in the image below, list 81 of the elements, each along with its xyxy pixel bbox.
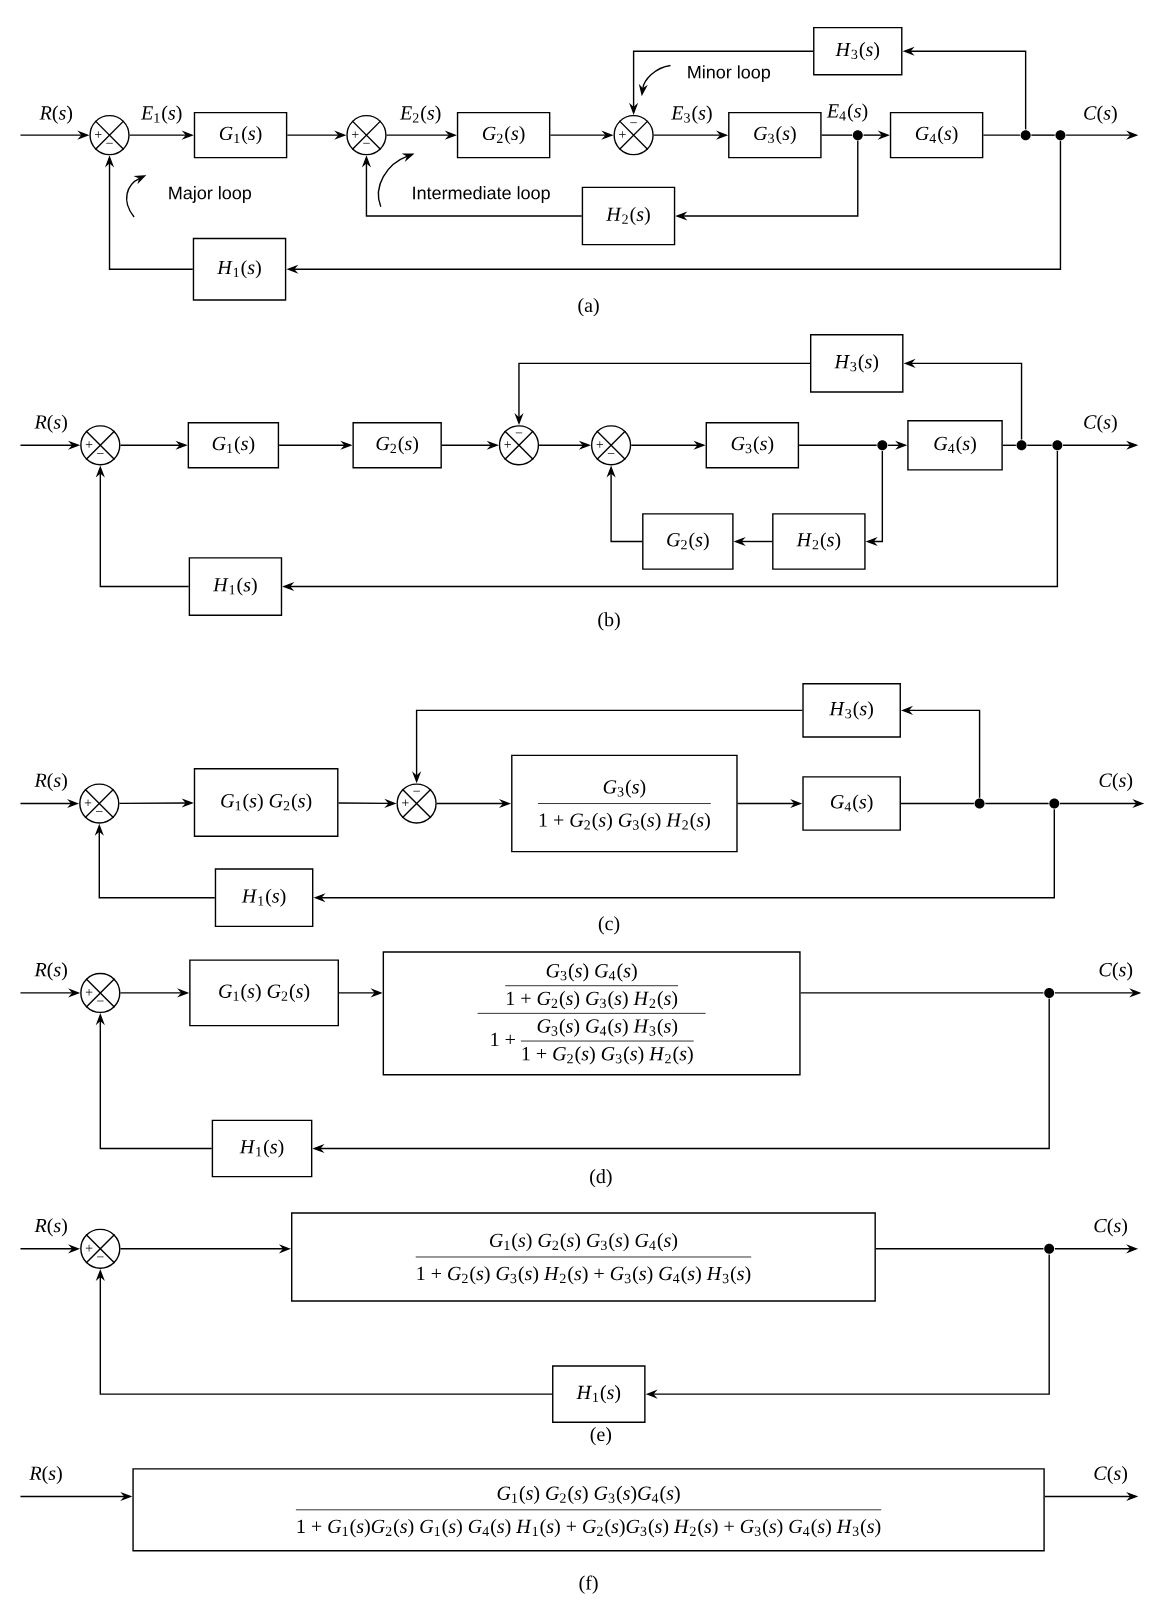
signal-line bbox=[798, 444, 878, 446]
transfer-function-box: G$_{4}$(s) bbox=[802, 776, 901, 831]
signal-line bbox=[982, 134, 1021, 136]
signal-label: R(s) bbox=[27, 1463, 65, 1487]
transfer-function-box: G$_{2}$(s) bbox=[352, 422, 442, 469]
transfer-function-box: G$_{1}$(s) G$_{2}$(s) G$_{3}$(s)G$_{4}$(s) 1 + G$_{1}$(s)G$_{2}$(s) G$_{1}$(s) G$_{4}$(s) H$_{1}$(s) + G$_{2}$(s)G$_{3}$(s) H$_{2}$(s) + G$_{3}$(s) G$_{4}$(s) H$_{3}$(s) bbox=[132, 1468, 1045, 1552]
branch-point bbox=[1049, 798, 1060, 809]
panel-caption: (c) bbox=[598, 916, 619, 935]
signal-line bbox=[820, 134, 853, 136]
transfer-function-box: G$_{3}$(s) G$_{4}$(s) 1 + G$_{2}$(s) G$_{3}$(s) H$_{2}$(s) 1 + G$_{3}$(s) G$_{4}$(s) H$_{3}$(s) 1 + G$_{2}$(s) G$_{3}$(s) H$_{2}$(s) bbox=[382, 951, 801, 1076]
panel-caption: (d) bbox=[589, 1169, 612, 1188]
signal-line bbox=[799, 992, 1044, 994]
panel-caption: (b) bbox=[598, 612, 620, 631]
transfer-function-box: G$_{1}$(s) bbox=[187, 422, 279, 469]
transfer-function-box: G$_{2}$(s) bbox=[456, 111, 551, 159]
transfer-function-box: G$_{1}$(s) G$_{2}$(s) bbox=[193, 768, 339, 837]
summing-junction: + − bbox=[79, 972, 121, 1014]
transfer-function-box: H$_{1}$(s) bbox=[211, 1119, 313, 1178]
signal-label: R(s) bbox=[32, 771, 70, 794]
signal-line bbox=[874, 1248, 1044, 1250]
signal-label: E$_{1}$(s) bbox=[138, 103, 185, 126]
summing-junction: + − bbox=[78, 783, 120, 824]
signal-label: C(s) bbox=[1080, 103, 1120, 126]
summing-junction: + − bbox=[79, 425, 121, 466]
transfer-function-box: G$_{1}$(s) bbox=[193, 111, 288, 159]
transfer-function-box: H$_{1}$(s) bbox=[551, 1365, 646, 1423]
signal-label: R(s) bbox=[32, 960, 70, 983]
branch-point bbox=[974, 798, 985, 809]
transfer-function-box: G$_{2}$(s) bbox=[641, 513, 734, 570]
transfer-function-box: G$_{4}$(s) bbox=[907, 420, 1003, 471]
summing-junction: + − bbox=[590, 425, 631, 466]
panel-caption: (f) bbox=[579, 1575, 598, 1594]
transfer-function-box: G$_{4}$(s) bbox=[889, 111, 984, 159]
branch-point bbox=[1055, 130, 1066, 141]
branch-point bbox=[1052, 440, 1063, 451]
summing-junction: + − bbox=[498, 425, 539, 466]
transfer-function-box: H$_{1}$(s) bbox=[188, 557, 282, 616]
transfer-function-box: H$_{1}$(s) bbox=[214, 868, 314, 928]
loop-label: Minor loop bbox=[688, 65, 770, 83]
transfer-function-box: H$_{3}$(s) bbox=[812, 26, 903, 76]
signal-label: E$_{4}$(s) bbox=[824, 101, 870, 124]
summing-junction: + − bbox=[396, 783, 437, 824]
signal-line bbox=[984, 802, 1050, 805]
summing-junction: + − bbox=[89, 114, 130, 156]
transfer-function-box: G$_{1}$(s) G$_{2}$(s) G$_{3}$(s) G$_{4}$(s) 1 + G$_{2}$(s) G$_{3}$(s) H$_{2}$(s) + G$_{3}$(s) G$_{4}$(s) H$_{3}$(s) bbox=[290, 1212, 876, 1302]
transfer-function-box: H$_{2}$(s) bbox=[581, 186, 676, 246]
signal-label: C(s) bbox=[1091, 1463, 1130, 1487]
signal-label: R(s) bbox=[32, 1216, 70, 1239]
panel-caption: (e) bbox=[590, 1427, 611, 1446]
signal-label: R(s) bbox=[37, 103, 75, 126]
signal-label: C(s) bbox=[1080, 412, 1120, 435]
summing-junction: + − bbox=[79, 1228, 121, 1269]
signal-line bbox=[1026, 444, 1053, 446]
signal-line bbox=[900, 802, 975, 805]
panel-caption: (a) bbox=[578, 298, 599, 317]
branch-point bbox=[1043, 1243, 1054, 1254]
branch-point bbox=[1043, 987, 1054, 998]
signal-line bbox=[1030, 134, 1056, 136]
loop-label: Major loop bbox=[169, 186, 251, 203]
signal-label: E$_{2}$(s) bbox=[397, 103, 444, 126]
branch-point bbox=[1016, 440, 1027, 451]
transfer-function-box: H$_{1}$(s) bbox=[192, 237, 287, 301]
transfer-function-box: G$_{3}$(s) bbox=[705, 422, 799, 469]
signal-line bbox=[1001, 444, 1017, 446]
branch-point bbox=[877, 440, 888, 451]
signal-label: C(s) bbox=[1091, 1216, 1130, 1239]
branch-point bbox=[852, 130, 863, 141]
summing-junction: + − bbox=[613, 114, 654, 156]
summing-junction: + − bbox=[346, 114, 387, 156]
signal-label: C(s) bbox=[1096, 771, 1135, 794]
signal-label: C(s) bbox=[1096, 960, 1135, 983]
signal-label: R(s) bbox=[32, 412, 70, 435]
signal-label: E$_{3}$(s) bbox=[669, 103, 715, 126]
branch-point bbox=[1020, 130, 1031, 141]
transfer-function-box: G$_{3}$(s) 1 + G$_{2}$(s) G$_{3}$(s) H$_{2}$(s) bbox=[510, 754, 738, 853]
transfer-function-box: H$_{3}$(s) bbox=[802, 683, 901, 738]
transfer-function-box: H$_{3}$(s) bbox=[809, 334, 904, 393]
transfer-function-box: H$_{2}$(s) bbox=[771, 513, 866, 570]
transfer-function-box: G$_{1}$(s) G$_{2}$(s) bbox=[188, 959, 339, 1027]
transfer-function-box: G$_{3}$(s) bbox=[727, 111, 822, 159]
loop-label: Intermediate loop bbox=[413, 186, 550, 203]
